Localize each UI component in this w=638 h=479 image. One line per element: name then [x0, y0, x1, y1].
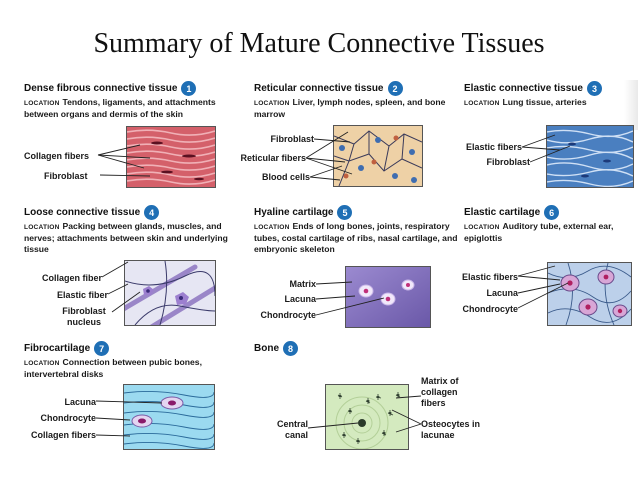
tissue-heading: Loose connective tissue 4	[24, 205, 250, 220]
tissue-heading: Bone 8	[254, 341, 374, 356]
label-reticular-fibers: Reticular fibers	[240, 153, 306, 163]
label-fibroblast: Fibroblast	[44, 171, 88, 181]
edge-shadow	[624, 80, 638, 130]
label-central-canal: Central canal	[276, 419, 308, 440]
label-osteocytes-in-lacunae: Osteocytes in lacunae	[421, 419, 481, 440]
tissue-heading: Elastic connective tissue 3	[464, 81, 634, 96]
number-badge: 7	[94, 341, 110, 356]
label-elastic-fiber: Elastic fiber	[56, 290, 108, 300]
location-tag: LOCATION	[254, 224, 290, 231]
label-chondrocyte: Chondrocyte	[260, 310, 316, 320]
micrograph-bone	[325, 384, 409, 450]
number-badge: 4	[144, 205, 160, 220]
tissue-name: Dense fibrous connective tissue	[24, 83, 178, 94]
micrograph-elastic-cartilage	[547, 262, 632, 326]
tissue-name: Reticular connective tissue	[254, 83, 384, 94]
tissue-bone: Bone 8	[254, 341, 374, 356]
tissue-name: Hyaline cartilage	[254, 207, 334, 218]
label-chondrocyte: Chondrocyte	[462, 304, 518, 314]
micrograph-loose	[124, 260, 216, 326]
label-elastic-fibers: Elastic fibers	[465, 142, 522, 152]
location-text: Liver, lymph nodes, spleen, and bone mar…	[254, 97, 446, 119]
tissue-heading: Fibrocartilage 7	[24, 341, 224, 356]
location-text: Tendons, ligaments, and attachments betw…	[24, 97, 216, 119]
number-badge: 8	[283, 341, 298, 356]
label-lacuna: Lacuna	[284, 294, 316, 304]
tissue-name: Elastic cartilage	[464, 207, 541, 218]
slide-title: Summary of Mature Connective Tissues	[93, 28, 545, 59]
location-tag: LOCATION	[24, 360, 60, 367]
location-text: Packing between glands, muscles, and ner…	[24, 221, 228, 254]
number-badge: 1	[181, 81, 197, 96]
micrograph-reticular	[333, 125, 423, 187]
tissue-name: Loose connective tissue	[24, 207, 141, 218]
location-tag: LOCATION	[464, 224, 500, 231]
label-collagen-fibers: Collagen fibers	[24, 151, 90, 161]
micrograph-hyaline-cartilage	[345, 266, 431, 328]
location-tag: LOCATION	[24, 100, 60, 107]
label-lacuna: Lacuna	[486, 288, 518, 298]
number-badge: 5	[337, 205, 353, 220]
tissue-name: Elastic connective tissue	[464, 83, 583, 94]
label-chondrocyte: Chondrocyte	[40, 413, 96, 423]
tissue-heading: Dense fibrous connective tissue 1	[24, 81, 249, 96]
tissue-heading: Hyaline cartilage 5	[254, 205, 464, 220]
tissue-heading: Reticular connective tissue 2	[254, 81, 449, 96]
number-badge: 2	[387, 81, 403, 96]
label-matrix: Matrix	[289, 279, 316, 289]
label-elastic-fibers: Elastic fibers	[461, 272, 518, 282]
location-text: Connection between pubic bones, interver…	[24, 357, 202, 379]
label-fibroblast: Fibroblast	[270, 134, 314, 144]
micrograph-dense-fibrous	[126, 126, 216, 188]
label-blood-cells: Blood cells	[261, 172, 310, 182]
micrograph-fibrocartilage	[123, 384, 215, 450]
label-collagen-fibers: Collagen fibers	[30, 430, 96, 440]
location-tag: LOCATION	[254, 100, 290, 107]
number-badge: 3	[586, 81, 602, 96]
location-tag: LOCATION	[24, 224, 60, 231]
label-collagen-fiber: Collagen fiber	[41, 273, 102, 283]
number-badge: 6	[544, 205, 560, 220]
label-fibroblast-nucleus: Fibroblast nucleus	[62, 306, 106, 327]
location-text: Ends of long bones, joints, respiratory …	[254, 221, 458, 254]
location-text: Lung tissue, arteries	[502, 97, 587, 107]
micrograph-elastic-connective	[546, 125, 634, 188]
tissue-name: Fibrocartilage	[24, 343, 91, 354]
label-lacuna: Lacuna	[64, 397, 96, 407]
location-tag: LOCATION	[464, 100, 500, 107]
location-text: Auditory tube, external ear, epiglottis	[464, 221, 614, 243]
tissue-dense-fibrous: Dense fibrous connective tissue 1 LOCATI…	[24, 81, 249, 120]
tissue-name: Bone	[254, 343, 279, 354]
label-matrix-of-collagen-fibers: Matrix of collagen fibers	[421, 376, 459, 408]
label-fibroblast: Fibroblast	[486, 157, 530, 167]
tissue-heading: Elastic cartilage 6	[464, 205, 634, 220]
